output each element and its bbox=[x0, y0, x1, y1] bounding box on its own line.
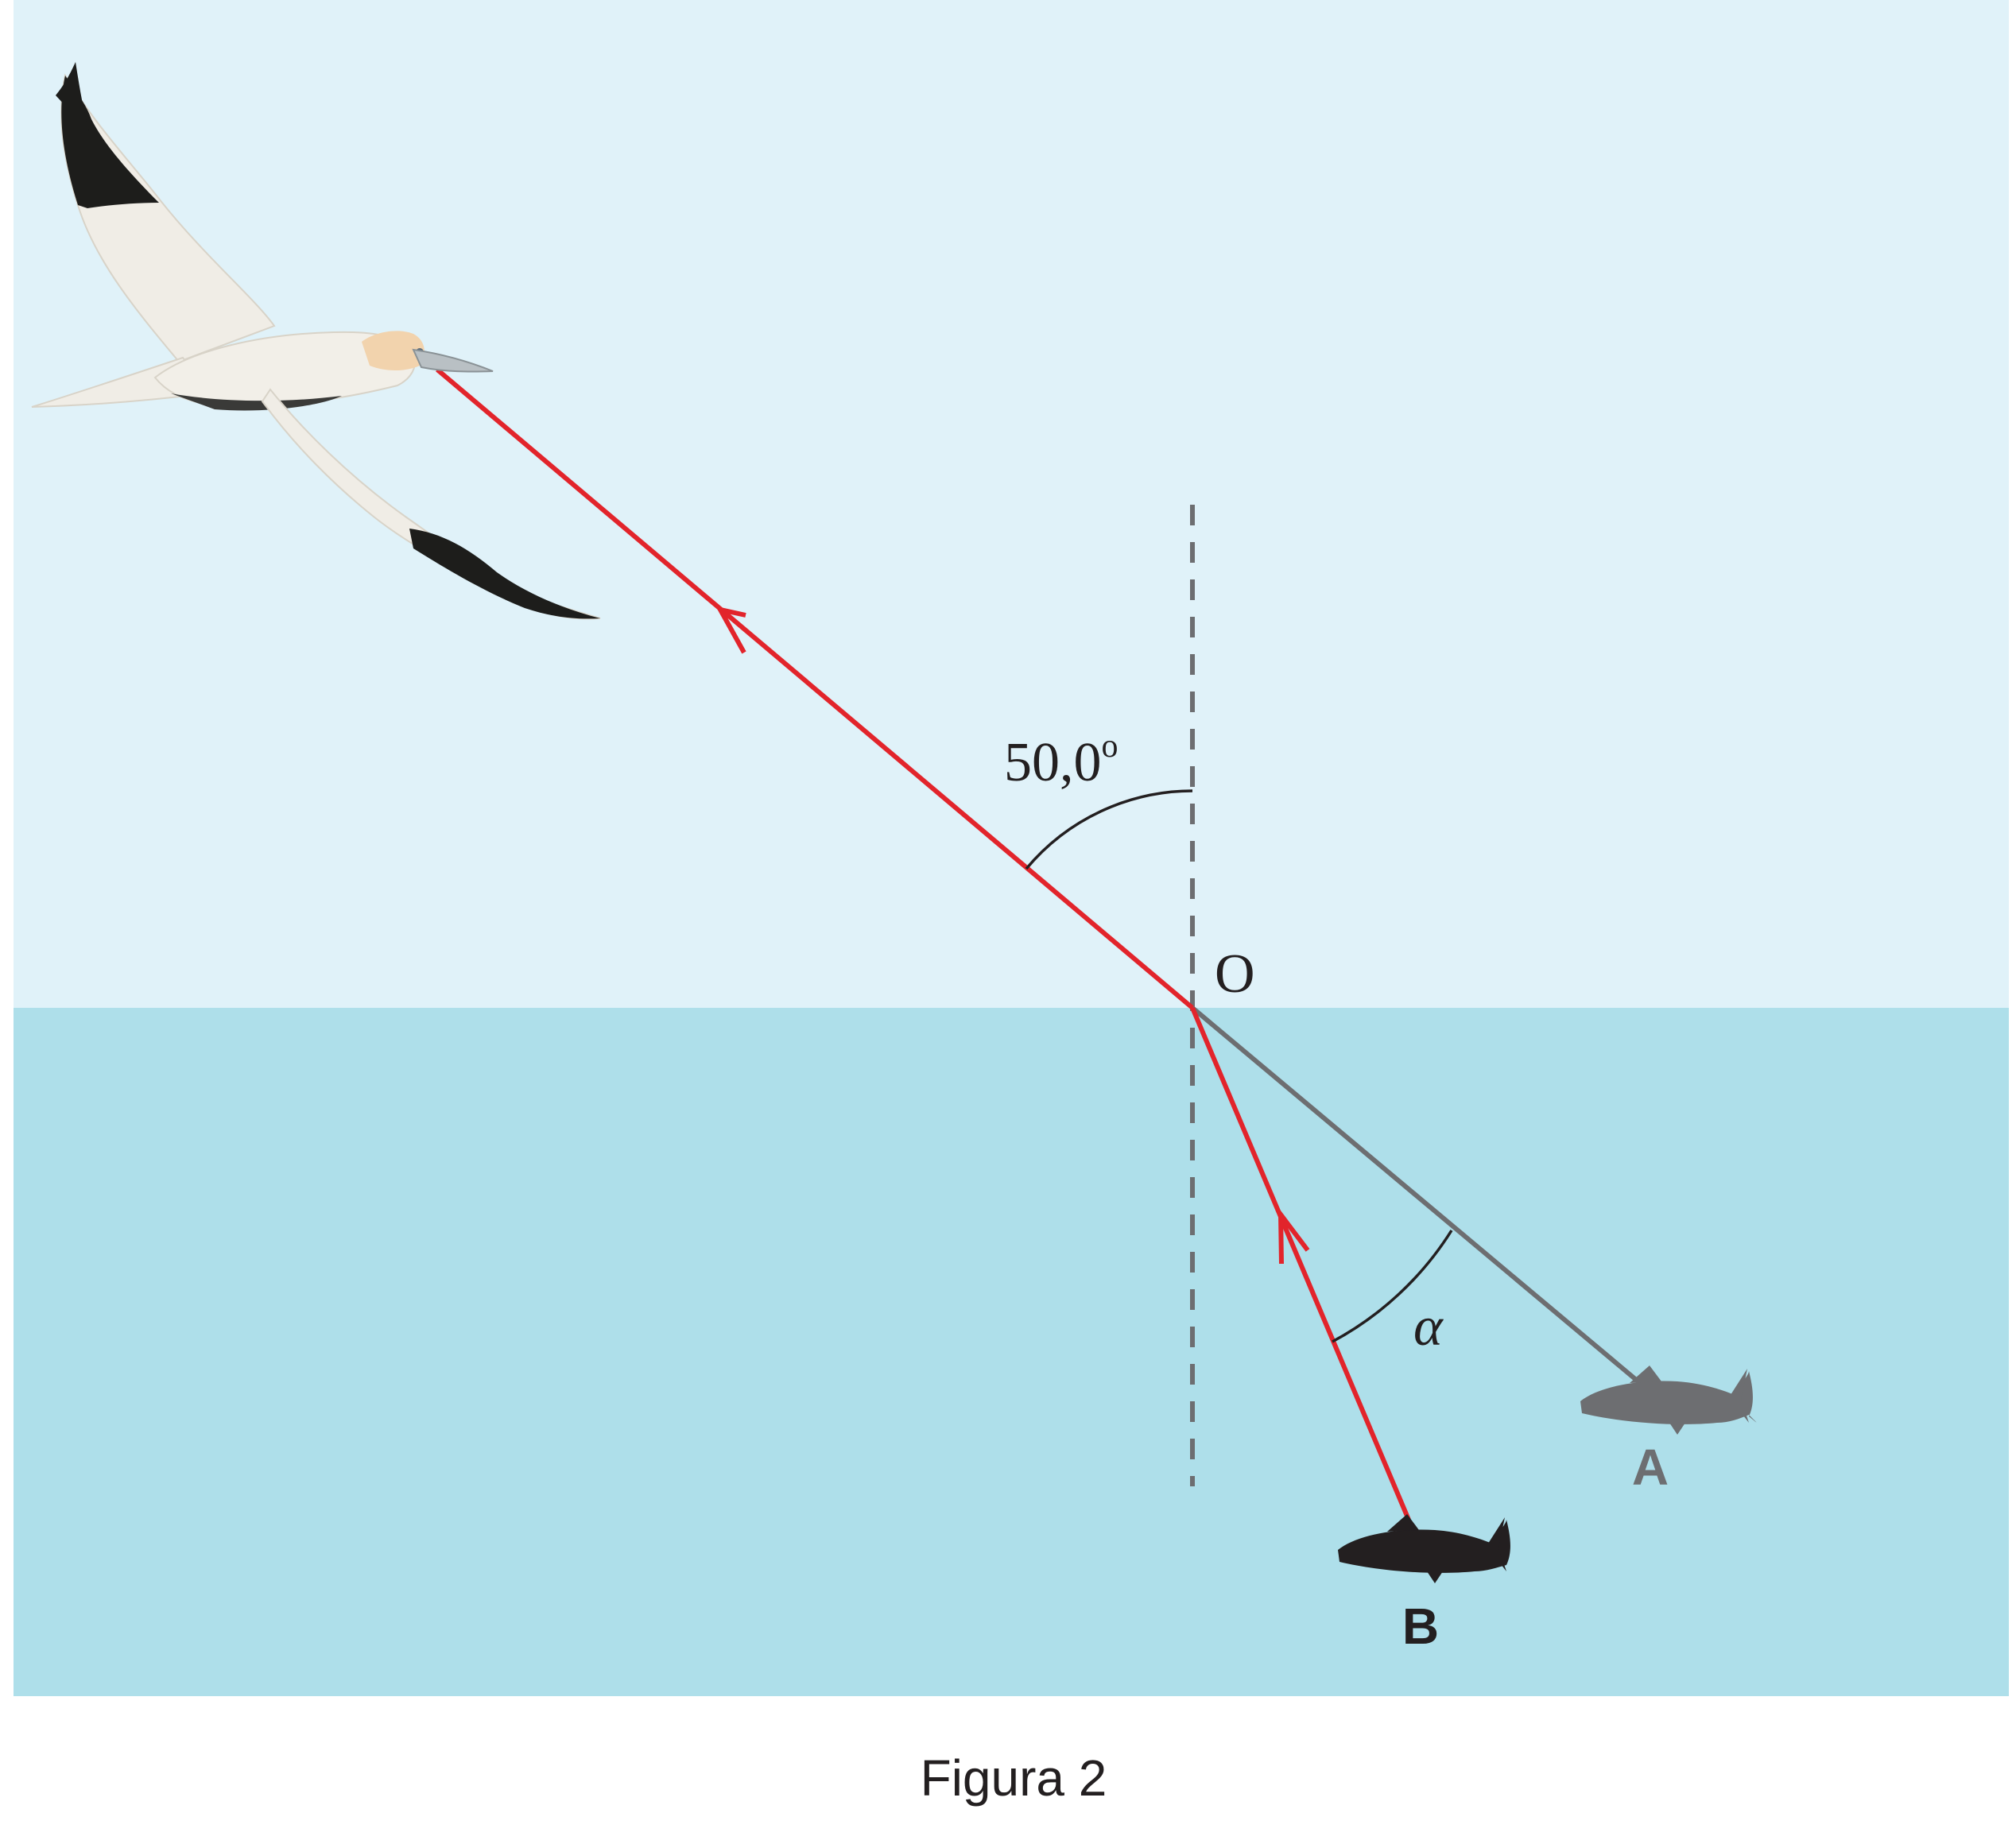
water-region bbox=[14, 1008, 2009, 1696]
fish-b-label: B bbox=[1402, 1598, 1439, 1655]
air-ray bbox=[436, 367, 1194, 1010]
sky-region bbox=[14, 0, 2009, 1008]
figure-caption: Figura 2 bbox=[921, 1749, 1107, 1807]
water-ray-arrow bbox=[1277, 1207, 1310, 1265]
apparent-ray bbox=[1191, 1005, 1642, 1385]
air-ray-arrow bbox=[715, 606, 746, 654]
alpha-label: α bbox=[1413, 1296, 1444, 1358]
fish-b-icon bbox=[1338, 1514, 1510, 1583]
point-o-label: O bbox=[1215, 943, 1255, 1005]
incidence-angle-arc bbox=[1025, 789, 1193, 870]
alpha-angle-arc bbox=[1332, 1230, 1453, 1343]
gannet-icon bbox=[31, 62, 601, 620]
fish-a-label: A bbox=[1632, 1439, 1669, 1496]
incidence-angle-label: 50,0o bbox=[1004, 728, 1118, 793]
water-ray bbox=[1190, 1006, 1411, 1521]
fish-a-icon bbox=[1580, 1366, 1757, 1435]
